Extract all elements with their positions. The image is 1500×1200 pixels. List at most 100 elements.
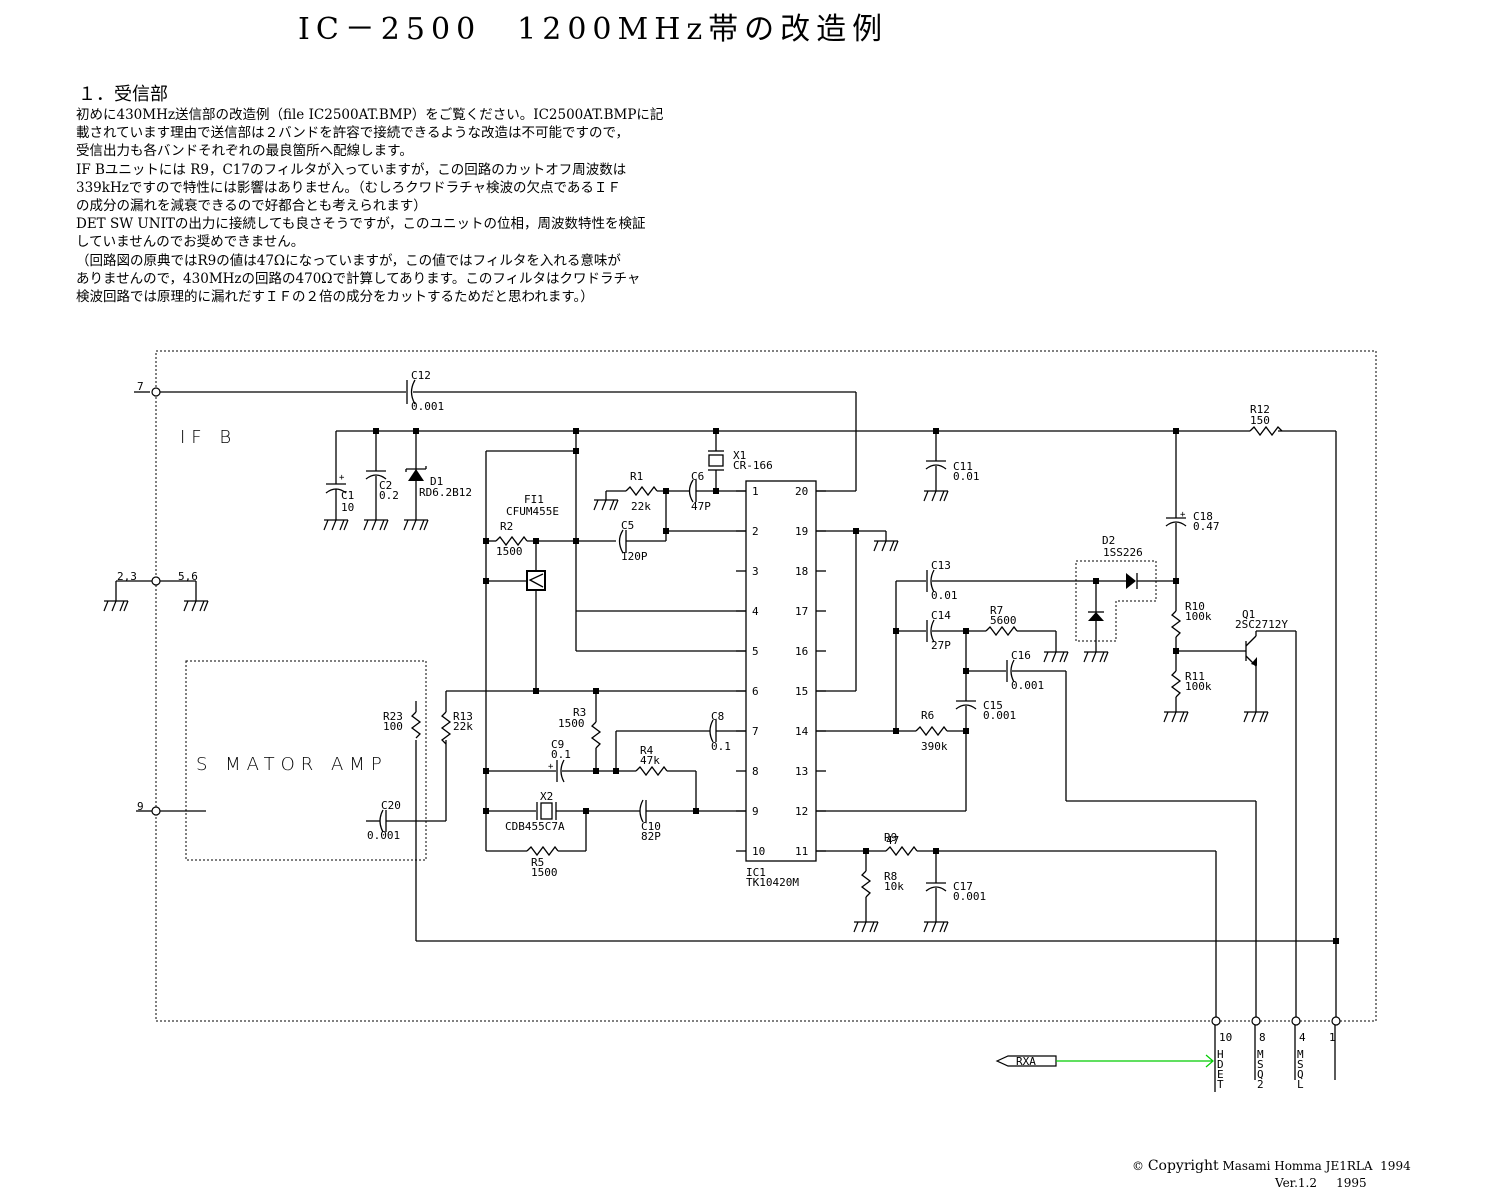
ic-pin-label: 7 [752,725,759,738]
c6-value: 47P [691,500,711,513]
ic-pin-label: 14 [795,725,809,738]
rxa-label: RXA [1016,1055,1036,1068]
ic1-tk10420m [745,480,817,862]
ground-icon [593,499,619,511]
r5-ref: R5 [531,856,544,869]
r11-value: 100k [1185,680,1212,693]
r4-resistor [635,765,668,777]
r23-ref: R23 [383,710,403,723]
c6-ref: C6 [691,470,704,483]
port-1-terminal [1331,1016,1341,1026]
c20-capacitor [379,809,384,833]
ic-pin-label: 10 [752,845,765,858]
r13-resistor [440,711,452,745]
r5-value: 1500 [531,866,558,879]
r11-resistor [1170,670,1182,698]
c13-value: 0.01 [931,589,958,602]
r10-resistor [1170,610,1182,638]
signal-char: H [1217,1048,1224,1061]
ic-pin-label: 20 [795,485,808,498]
r10-ref: R10 [1185,600,1205,613]
x2-value: CDB455C7A [505,820,565,833]
ground-icon [363,519,389,531]
c1-value: 10 [341,501,354,514]
signal-char: S [1297,1058,1304,1071]
r12-value: 150 [1250,414,1270,427]
signal-char: M [1257,1048,1264,1061]
ground-icon [923,490,949,502]
ground-icon [103,600,129,612]
x2-ceramic-discriminator [540,802,553,820]
port-4-terminal [1291,1016,1301,1026]
signal-char: D [1217,1058,1224,1071]
port-9-terminal [151,806,161,816]
x1-crystal [708,454,724,467]
x1-ref: X1 [733,449,746,462]
r1-value: 22k [631,500,651,513]
r1-ref: R1 [630,470,643,483]
r11-ref: R11 [1185,670,1205,683]
r8-resistor [860,870,872,898]
c6-capacitor [688,479,694,503]
ic-pin-label: 8 [752,765,759,778]
port-1-label: 1 [1329,1031,1336,1044]
signal-char: L [1297,1078,1304,1091]
c5-value: 120P [621,550,648,563]
ic1-value: TK10420M [746,876,799,889]
r13-ref: R13 [453,710,473,723]
ic-pin-label: 15 [795,685,808,698]
port-4-label: 4 [1299,1031,1306,1044]
ic-pin-label: 18 [795,565,808,578]
r10-value: 100k [1185,610,1212,623]
ground-icon [1083,651,1109,663]
r12-resistor [1249,425,1283,437]
port-10-terminal [1211,1016,1221,1026]
paragraph-line: 339kHzですので特性には影響はありません。（むしろクワドラチャ検波の欠点であ… [76,179,621,196]
c8-ref: C8 [711,710,724,723]
fi1-value: CFUM455E [506,505,559,518]
r13-value: 22k [453,720,473,733]
copyright-year: 1994 [1380,1159,1411,1173]
version: Ver.1.2 [1275,1176,1317,1190]
r9-resistor [885,845,918,857]
d2-package-boundary [1075,560,1157,642]
paragraph-line: 検波回路では原理的に漏れだすＩＦの２倍の成分をカットするためだと思われます。） [76,289,594,306]
r3-value: 1500 [558,717,585,730]
svg-text:+: + [548,762,554,772]
paragraph-line: ありませんので，430MHzの回路の470Ωで計算してあります。このフィルタはク… [76,270,641,287]
s-meter-amp-label: S MATOR AMP [196,754,388,775]
c18-ref: C18 [1193,510,1213,523]
c13-ref: C13 [931,559,951,572]
port-7-label: 7 [137,380,144,393]
ic-pin-label: 13 [795,765,808,778]
c9-value: 0.1 [551,748,571,761]
c14-ref: C14 [931,609,951,622]
ground-icon [1163,711,1189,723]
x2-ref: X2 [540,790,553,803]
ic-pin-label: 5 [752,645,759,658]
svg-text:+: + [1180,510,1186,520]
port-23-56-terminal [151,576,161,586]
r9-value: 47 [886,834,899,847]
if-b-unit-boundary [155,350,1377,1022]
port-8-terminal [1251,1016,1261,1026]
r2-value: 1500 [496,545,523,558]
ground-icon [183,600,209,612]
paragraph-line: の成分の漏れを減衰できるので好都合とも考えられます） [76,198,427,215]
version-year: 1995 [1336,1176,1367,1190]
paragraph-line: していませんのでお奨めできません。 [76,234,305,251]
r1-resistor [625,485,658,497]
r2-resistor [495,535,528,547]
section-heading: １．受信部 [78,84,168,105]
r6-ref: R6 [921,709,934,722]
signal-char: T [1217,1078,1224,1091]
c18-value: 0.47 [1193,520,1220,533]
c12-ref: C12 [411,369,431,382]
d1-value: RD6.2B12 [419,486,472,499]
c11-value: 0.01 [953,470,980,483]
c1-ref: C1 [341,489,354,502]
signal-char: Q [1297,1068,1304,1081]
ic-pin-label: 12 [795,805,808,818]
ic-pin-label: 17 [795,605,808,618]
